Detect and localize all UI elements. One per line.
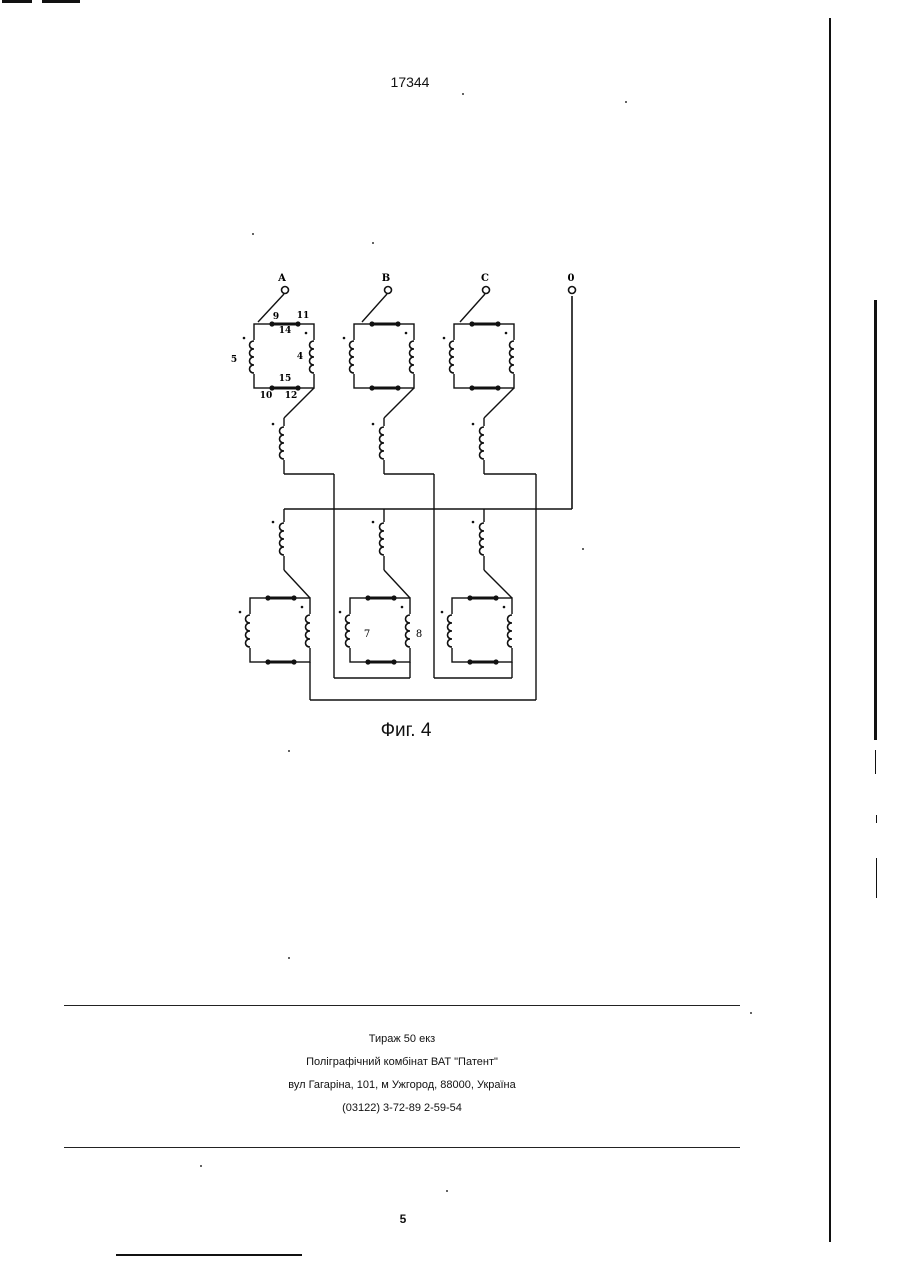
winding-label-4: 4	[297, 352, 303, 362]
winding-label-11: 11	[297, 311, 310, 321]
circuit-diagram: A B C 0 9 11 14 5 4 15 10 12 7 8	[0, 0, 900, 760]
winding-label-9: 9	[273, 312, 279, 322]
imprint-line-publisher: Поліграфічний комбінат ВАТ "Патент"	[0, 1057, 804, 1068]
winding-label-7: 7	[364, 629, 370, 640]
terminal-label-a: A	[277, 273, 286, 284]
figure-caption: Фиг. 4	[0, 720, 812, 742]
winding-label-8: 8	[416, 629, 422, 640]
winding-label-5: 5	[231, 355, 237, 365]
scan-dust	[288, 957, 290, 959]
winding-label-14: 14	[279, 326, 292, 336]
imprint-line-phone: (03122) 3-72-89 2-59-54	[0, 1103, 804, 1114]
winding-label-10: 10	[260, 391, 273, 401]
imprint-top-rule	[64, 1005, 740, 1006]
scan-edge-line-bottom-left	[116, 1254, 302, 1256]
footer-page-number: 5	[0, 1212, 806, 1226]
scan-edge-mark-3	[876, 858, 877, 898]
scan-edge-mark-2	[876, 815, 877, 823]
imprint-line-print-run: Тираж 50 екз	[0, 1034, 804, 1045]
terminal-label-b: B	[382, 273, 390, 284]
winding-label-15: 15	[279, 374, 292, 384]
imprint-line-address: вул Гагаріна, 101, м Ужгород, 88000, Укр…	[0, 1080, 804, 1091]
winding-label-12: 12	[285, 391, 298, 401]
imprint-bottom-rule	[64, 1147, 740, 1148]
scan-dust	[446, 1190, 448, 1192]
scan-dust	[750, 1012, 752, 1014]
terminal-label-c: C	[481, 273, 489, 284]
terminal-label-0: 0	[568, 273, 575, 284]
scan-dust	[200, 1165, 202, 1167]
